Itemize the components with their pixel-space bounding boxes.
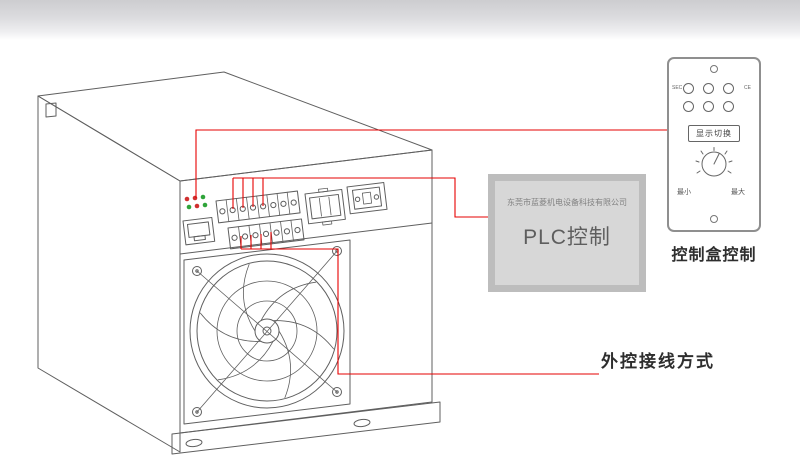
panel-button[interactable] — [723, 101, 734, 112]
wiring-method-label: 外控接线方式 — [601, 352, 715, 371]
connector-module-2 — [346, 181, 388, 215]
device-illustration — [37, 71, 441, 455]
fan-grille-icon — [189, 253, 345, 409]
panel-button[interactable] — [683, 83, 694, 94]
panel-mount-hole-bottom — [710, 215, 718, 223]
knob-min-label: 最小 — [677, 189, 691, 196]
wire-to-wiring-label — [240, 232, 599, 375]
knob-icon — [695, 147, 733, 177]
device-front-face — [179, 149, 433, 434]
panel-button[interactable] — [703, 101, 714, 112]
device-corner-detail — [45, 102, 57, 118]
knob-max-label: 最大 — [731, 189, 745, 196]
control-box-panel: SEC CE 显示切换 最小 最大 — [667, 57, 761, 232]
wiring-overlay — [195, 129, 667, 375]
wire-to-plc — [232, 177, 488, 218]
fan-panel — [183, 239, 351, 425]
plc-control-box: 东莞市蓝菱机电设备科技有限公司 PLC控制 — [488, 174, 646, 292]
device-panel-divider — [179, 222, 433, 255]
device-base-flange — [171, 401, 441, 455]
fan-spokes — [200, 264, 334, 398]
plc-company-text: 东莞市蓝菱机电设备科技有限公司 — [507, 198, 627, 207]
connector-module-1 — [304, 187, 346, 226]
panel-button[interactable] — [723, 83, 734, 94]
panel-button[interactable] — [683, 101, 694, 112]
fan-brace-lines — [196, 250, 338, 413]
plc-label: PLC控制 — [523, 226, 611, 249]
panel-row-label-left: SEC — [672, 85, 683, 91]
led-indicators — [184, 194, 208, 210]
panel-row-label-right: CE — [744, 85, 751, 91]
device-left-face — [37, 95, 181, 453]
display-switch-button[interactable]: 显示切换 — [688, 125, 740, 142]
panel-button[interactable] — [703, 83, 714, 94]
wire-to-control-box — [195, 129, 667, 198]
adjust-knob[interactable] — [693, 145, 735, 187]
terminal-block-2 — [227, 218, 305, 250]
top-gray-banner — [0, 0, 800, 40]
comm-port — [182, 216, 216, 246]
terminal-block-1 — [215, 190, 301, 224]
control-box-caption: 控制盒控制 — [671, 247, 757, 264]
device-top-face — [37, 71, 433, 182]
panel-mount-hole-top — [710, 65, 718, 73]
